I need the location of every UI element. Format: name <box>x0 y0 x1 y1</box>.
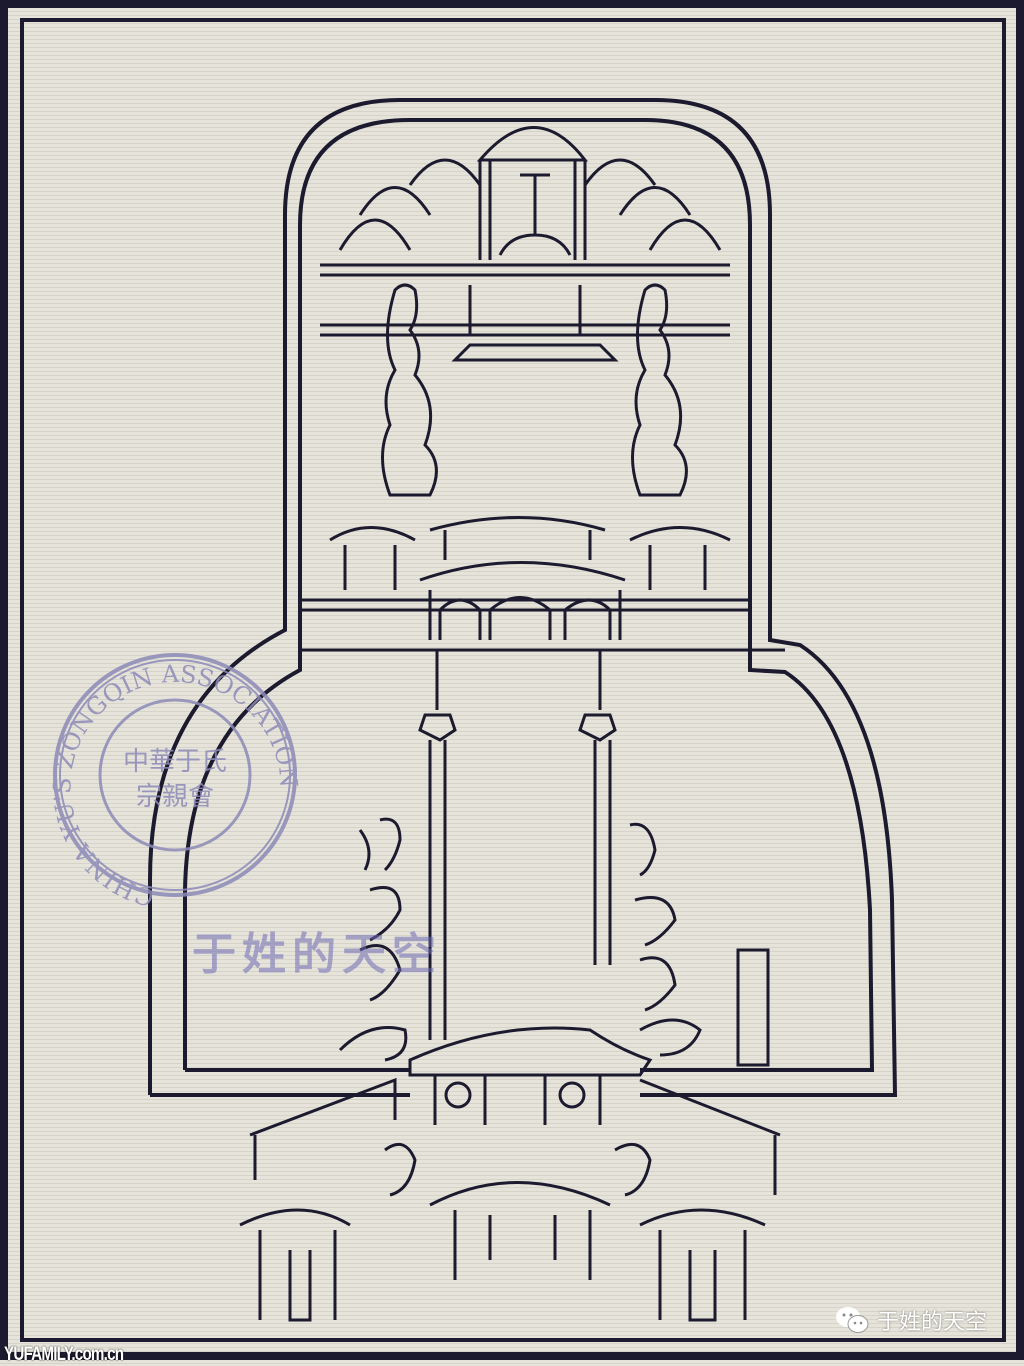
guardian-figures <box>329 283 731 590</box>
seal-center-line2: 宗親會 <box>136 782 214 812</box>
central-pavilion <box>300 516 785 652</box>
lantern-poles <box>418 650 617 1040</box>
wechat-account: 于姓的天空 <box>835 1304 987 1336</box>
upper-hall-domes <box>320 126 730 362</box>
gate-and-halls <box>239 1026 781 1322</box>
site-label: YUFAMILY.com.cn <box>4 1344 124 1365</box>
animal-statues <box>338 817 770 1067</box>
watermark-text: 于姓的天空 <box>192 929 442 980</box>
wechat-label: 于姓的天空 <box>877 1310 988 1335</box>
seal-center-line1: 中華于氏 <box>123 747 227 777</box>
wechat-icon <box>836 1307 869 1333</box>
